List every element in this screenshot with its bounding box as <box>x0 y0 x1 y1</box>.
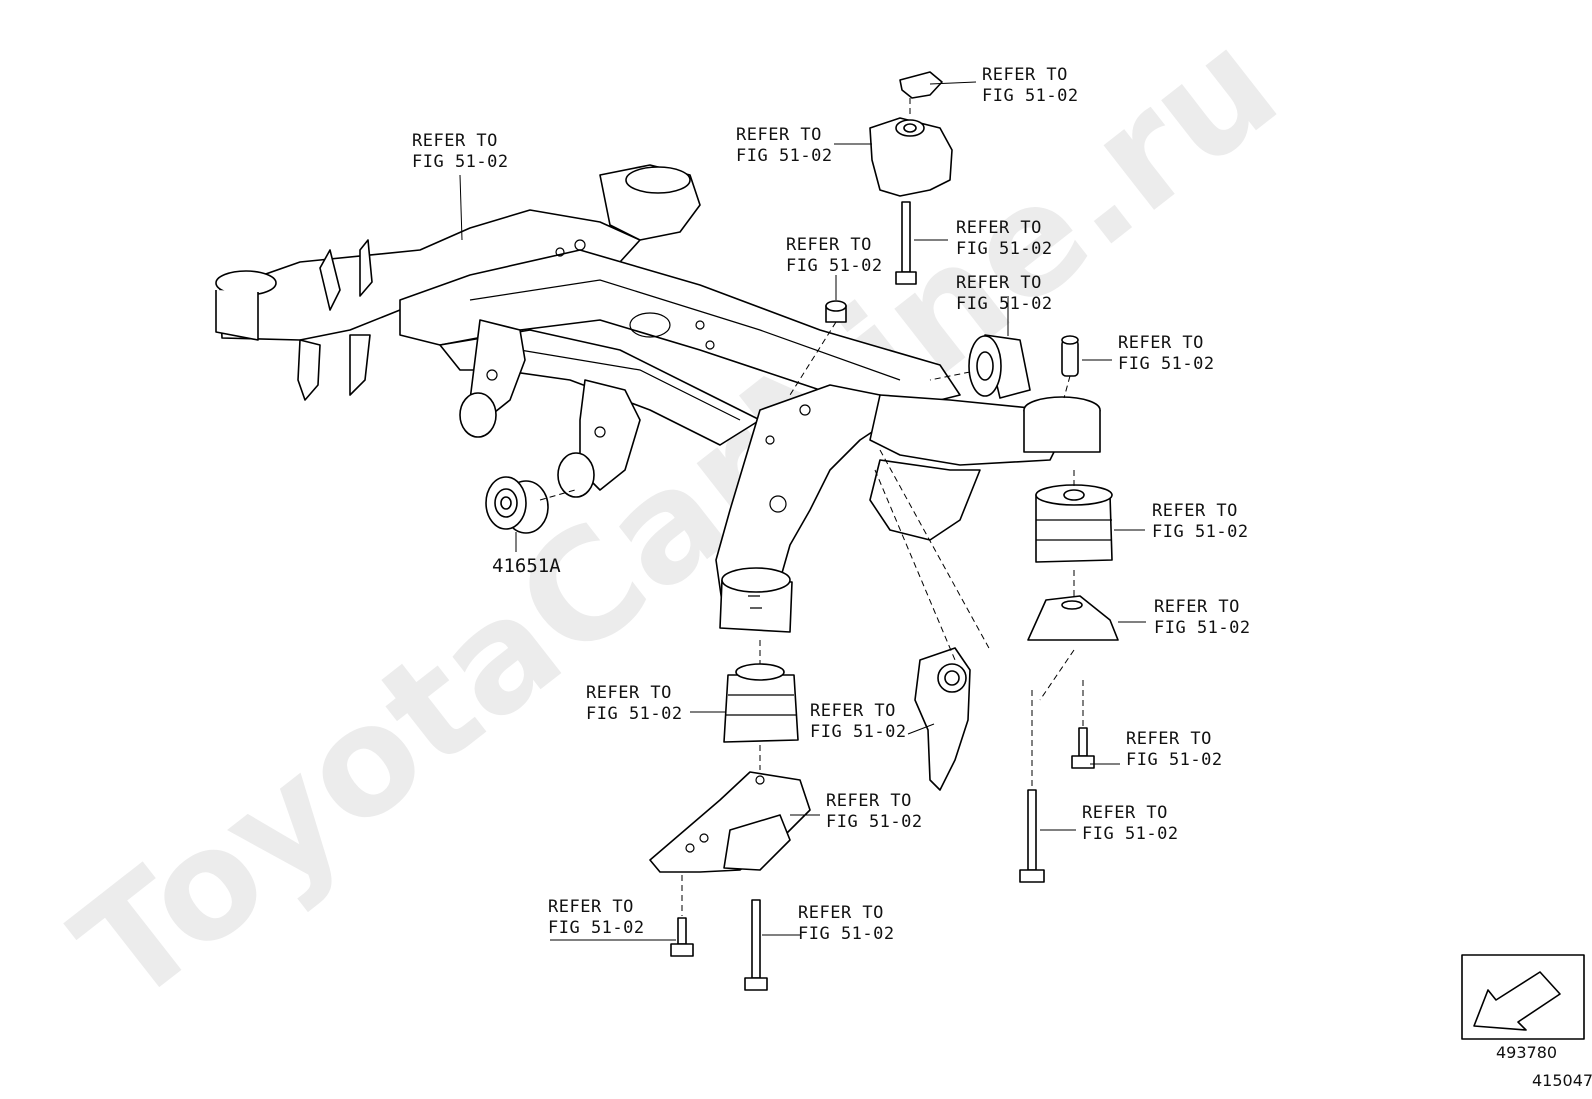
right-long-bolt <box>1019 789 1045 883</box>
arrow-down-left-icon <box>1473 971 1561 1031</box>
svg-text:FIG 51-02: FIG 51-02 <box>956 239 1053 259</box>
callout-refer-6: REFER TO FIG 51-02 <box>956 273 1053 314</box>
left-mount-cushion <box>723 663 799 743</box>
callout-refer-4: REFER TO FIG 51-02 <box>956 218 1053 259</box>
right-stopper <box>1027 595 1119 641</box>
callout-refer-14: REFER TO FIG 51-02 <box>1082 803 1179 844</box>
callout-refer-11: REFER TO FIG 51-02 <box>810 701 907 742</box>
figure-id: 415047 <box>1532 1071 1592 1090</box>
left-small-bolt <box>670 917 694 957</box>
bushing-41651a <box>485 476 549 534</box>
svg-text:REFER TO: REFER TO <box>586 683 672 703</box>
svg-text:FIG 51-02: FIG 51-02 <box>786 256 883 276</box>
svg-text:REFER TO: REFER TO <box>1126 729 1212 749</box>
callout-refer-7: REFER TO FIG 51-02 <box>1118 333 1215 374</box>
right-mount-cushion <box>1035 484 1113 563</box>
right-small-bolt <box>1071 727 1095 769</box>
svg-text:REFER TO: REFER TO <box>1154 597 1240 617</box>
svg-text:FIG 51-02: FIG 51-02 <box>586 704 683 724</box>
callout-refer-2: REFER TO FIG 51-02 <box>982 65 1079 106</box>
leader-lines <box>459 81 1146 941</box>
svg-text:FIG 51-02: FIG 51-02 <box>982 86 1079 106</box>
svg-text:REFER TO: REFER TO <box>1082 803 1168 823</box>
svg-text:REFER TO: REFER TO <box>810 701 896 721</box>
svg-text:REFER TO: REFER TO <box>548 897 634 917</box>
arm-bushing <box>968 334 1031 399</box>
left-long-bolt <box>744 899 768 991</box>
callout-refer-10: REFER TO FIG 51-02 <box>586 683 683 724</box>
svg-text:FIG 51-02: FIG 51-02 <box>798 924 895 944</box>
svg-text:FIG 51-02: FIG 51-02 <box>956 294 1053 314</box>
left-lower-bracket <box>649 771 811 873</box>
svg-text:REFER TO: REFER TO <box>736 125 822 145</box>
callout-refer-9: REFER TO FIG 51-02 <box>1154 597 1251 638</box>
collar <box>1061 335 1079 377</box>
svg-text:FIG 51-02: FIG 51-02 <box>1152 522 1249 542</box>
svg-text:REFER TO: REFER TO <box>1118 333 1204 353</box>
svg-text:REFER TO: REFER TO <box>798 903 884 923</box>
callout-refer-1: REFER TO FIG 51-02 <box>412 131 509 172</box>
svg-text:REFER TO: REFER TO <box>956 273 1042 293</box>
svg-text:REFER TO: REFER TO <box>956 218 1042 238</box>
callout-refer-8: REFER TO FIG 51-02 <box>1152 501 1249 542</box>
svg-text:FIG 51-02: FIG 51-02 <box>548 918 645 938</box>
svg-text:REFER TO: REFER TO <box>786 235 872 255</box>
plug <box>825 300 847 323</box>
svg-text:REFER TO: REFER TO <box>826 791 912 811</box>
callout-refer-15: REFER TO FIG 51-02 <box>548 897 645 938</box>
callout-refer-3: REFER TO FIG 51-02 <box>736 125 833 166</box>
illustration-id: 493780 <box>1496 1043 1557 1062</box>
rear-suspension-crossmember <box>215 164 1101 633</box>
orientation-box <box>1461 954 1585 1040</box>
svg-text:FIG 51-02: FIG 51-02 <box>810 722 907 742</box>
upper-mount-bracket <box>869 71 953 197</box>
svg-text:FIG 51-02: FIG 51-02 <box>826 812 923 832</box>
svg-text:REFER TO: REFER TO <box>1152 501 1238 521</box>
svg-text:REFER TO: REFER TO <box>982 65 1068 85</box>
svg-text:FIG 51-02: FIG 51-02 <box>1118 354 1215 374</box>
watermark: ToyotaCarNine.ru <box>45 0 1309 1038</box>
svg-text:FIG 51-02: FIG 51-02 <box>1126 750 1223 770</box>
callout-refer-5: REFER TO FIG 51-02 <box>786 235 883 276</box>
svg-text:FIG 51-02: FIG 51-02 <box>1082 824 1179 844</box>
mount-bolt <box>895 201 917 285</box>
svg-text:FIG 51-02: FIG 51-02 <box>736 146 833 166</box>
part-number-label: 41651A <box>492 555 561 577</box>
callout-refer-12: REFER TO FIG 51-02 <box>1126 729 1223 770</box>
center-bracket <box>914 647 971 791</box>
callout-refer-13: REFER TO FIG 51-02 <box>826 791 923 832</box>
svg-text:FIG 51-02: FIG 51-02 <box>1154 618 1251 638</box>
svg-text:FIG 51-02: FIG 51-02 <box>412 152 509 172</box>
callout-refer-16: REFER TO FIG 51-02 <box>798 903 895 944</box>
svg-text:REFER TO: REFER TO <box>412 131 498 151</box>
